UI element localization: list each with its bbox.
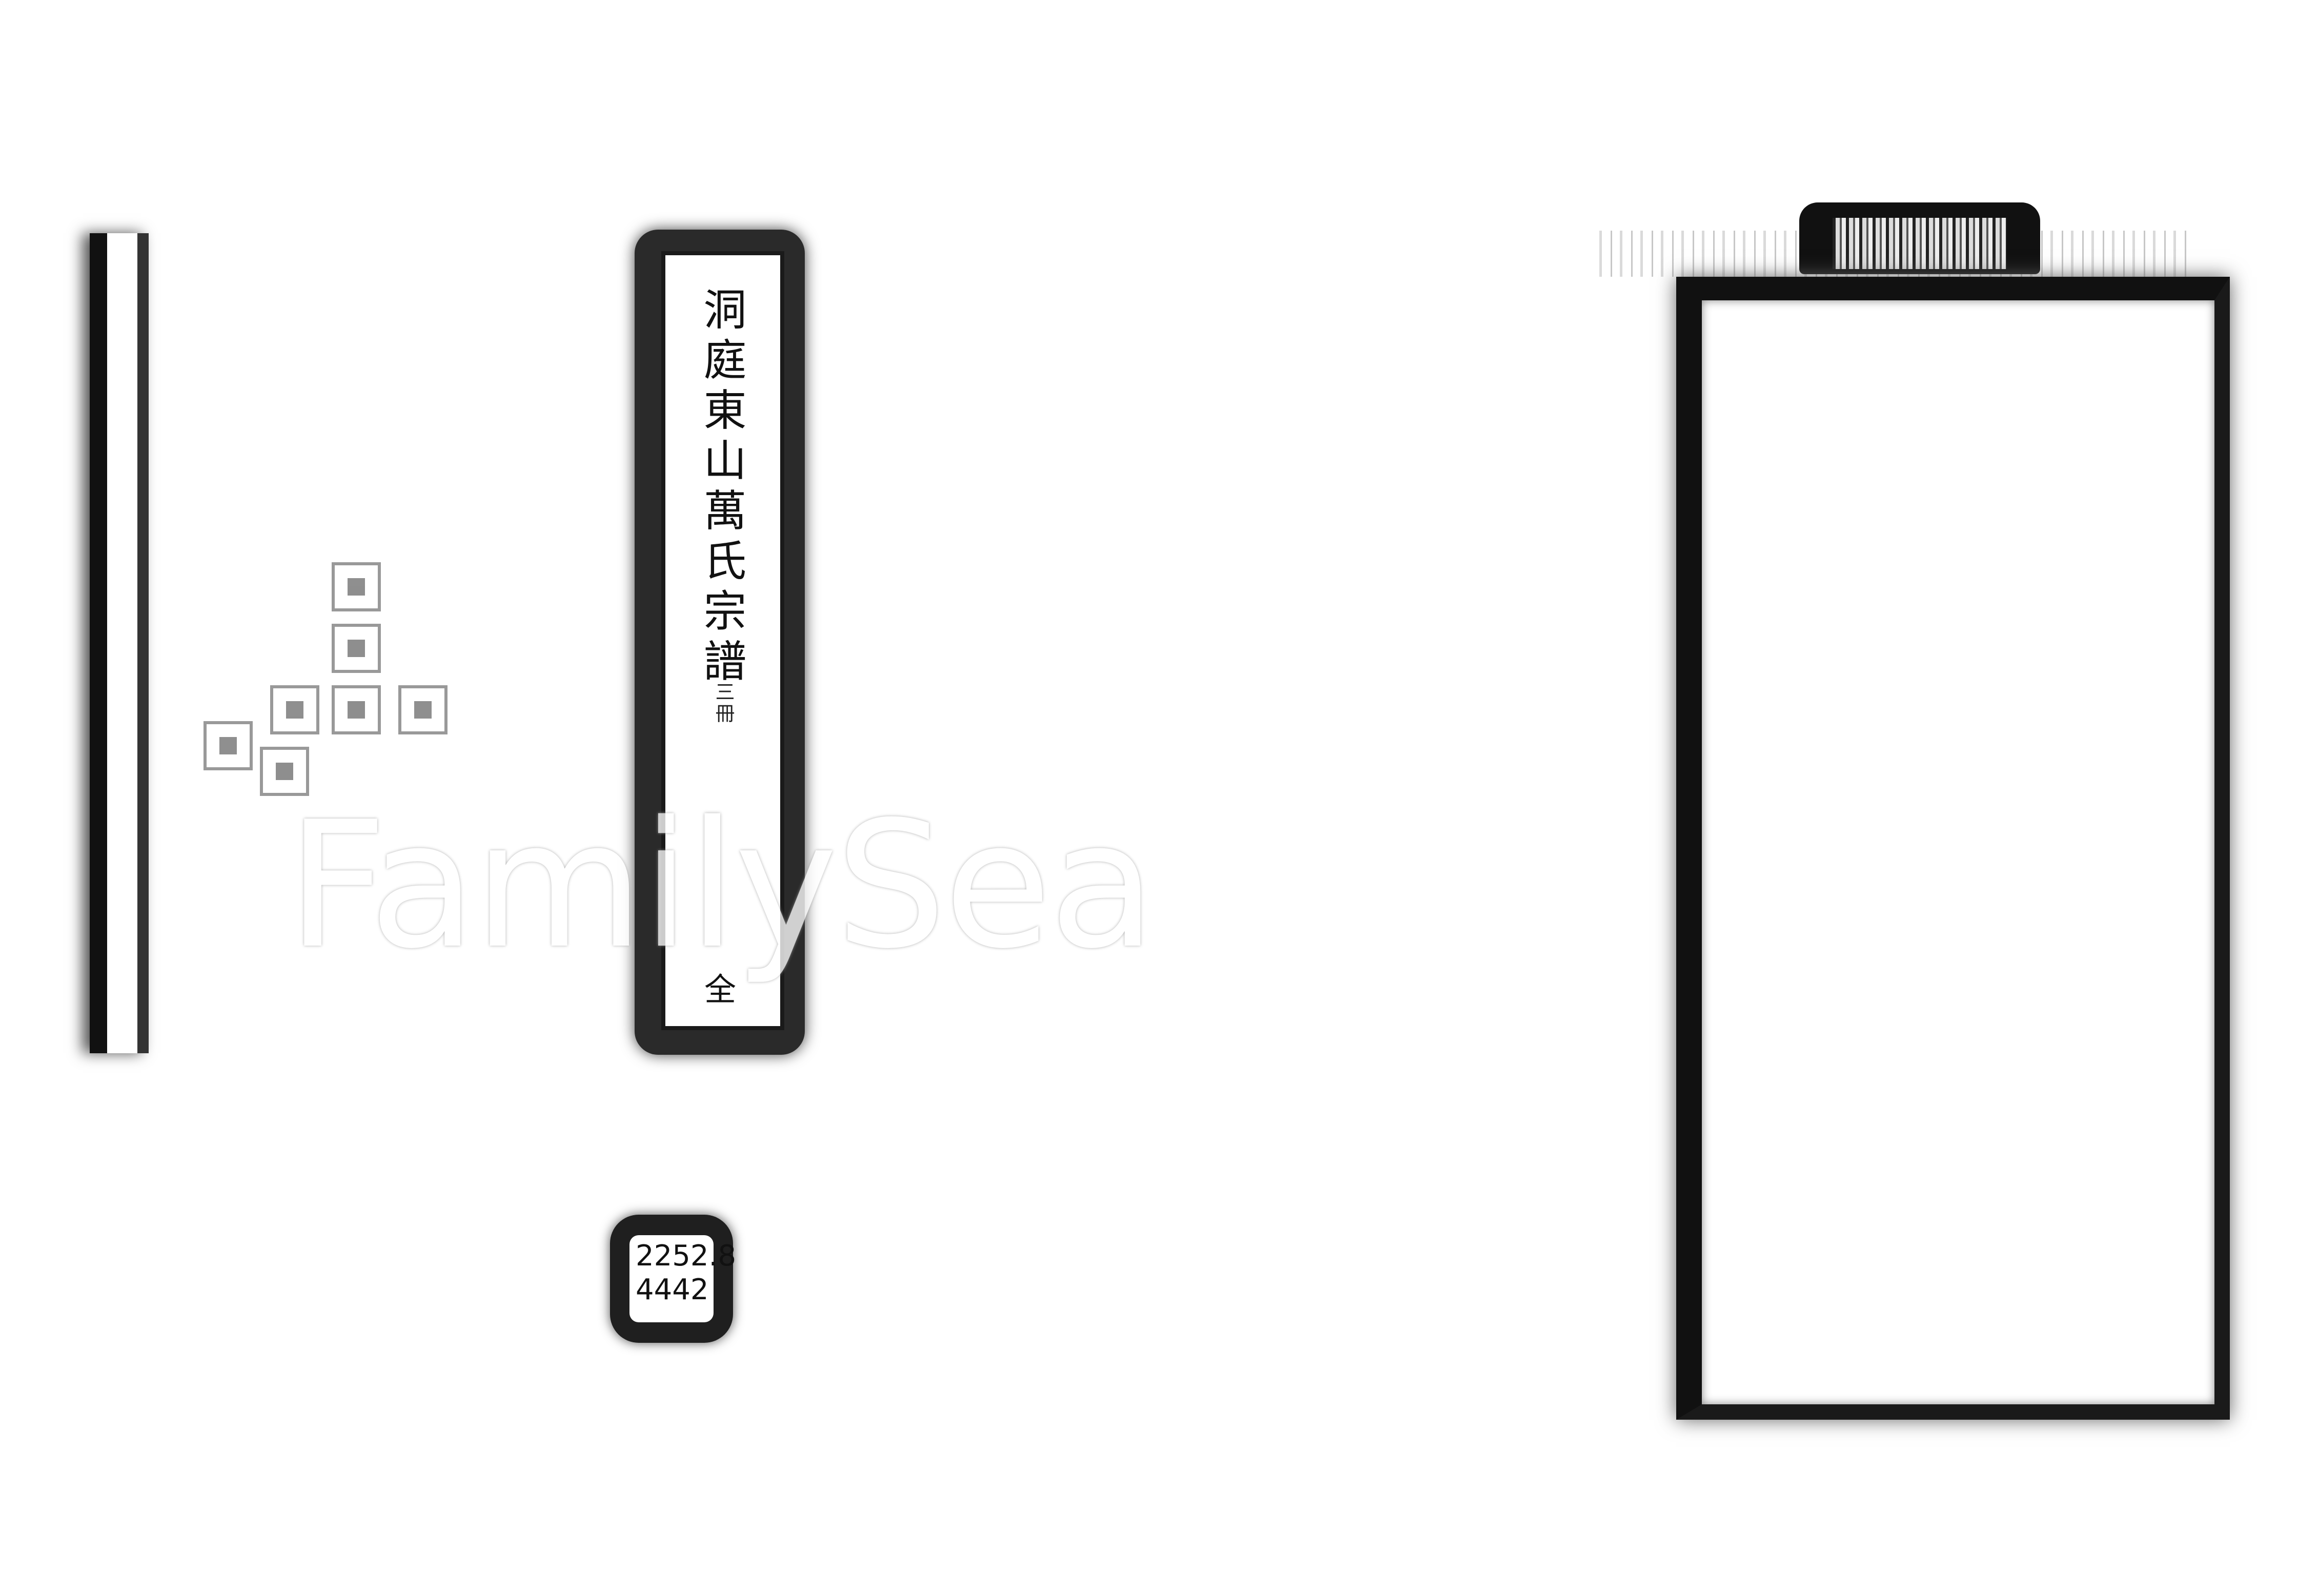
book-title: 洞庭東山萬氏宗譜 [697, 287, 747, 689]
watermark-logo-icon [204, 562, 448, 796]
volume-note: 三冊 [712, 682, 735, 725]
call-number-line1: 2252.8 [636, 1239, 736, 1273]
call-number-line2: 4442 [636, 1273, 709, 1306]
volume-mark: 全 [704, 971, 736, 1008]
cover-tab-label [1833, 218, 2007, 269]
right-cover [1676, 277, 2230, 1420]
watermark-text: FamilySea [287, 784, 1156, 987]
title-slip [661, 251, 784, 1030]
left-spine [90, 233, 149, 1053]
call-number-paper [629, 1235, 714, 1322]
call-number-text: 2252.8 4442 [636, 1239, 736, 1307]
